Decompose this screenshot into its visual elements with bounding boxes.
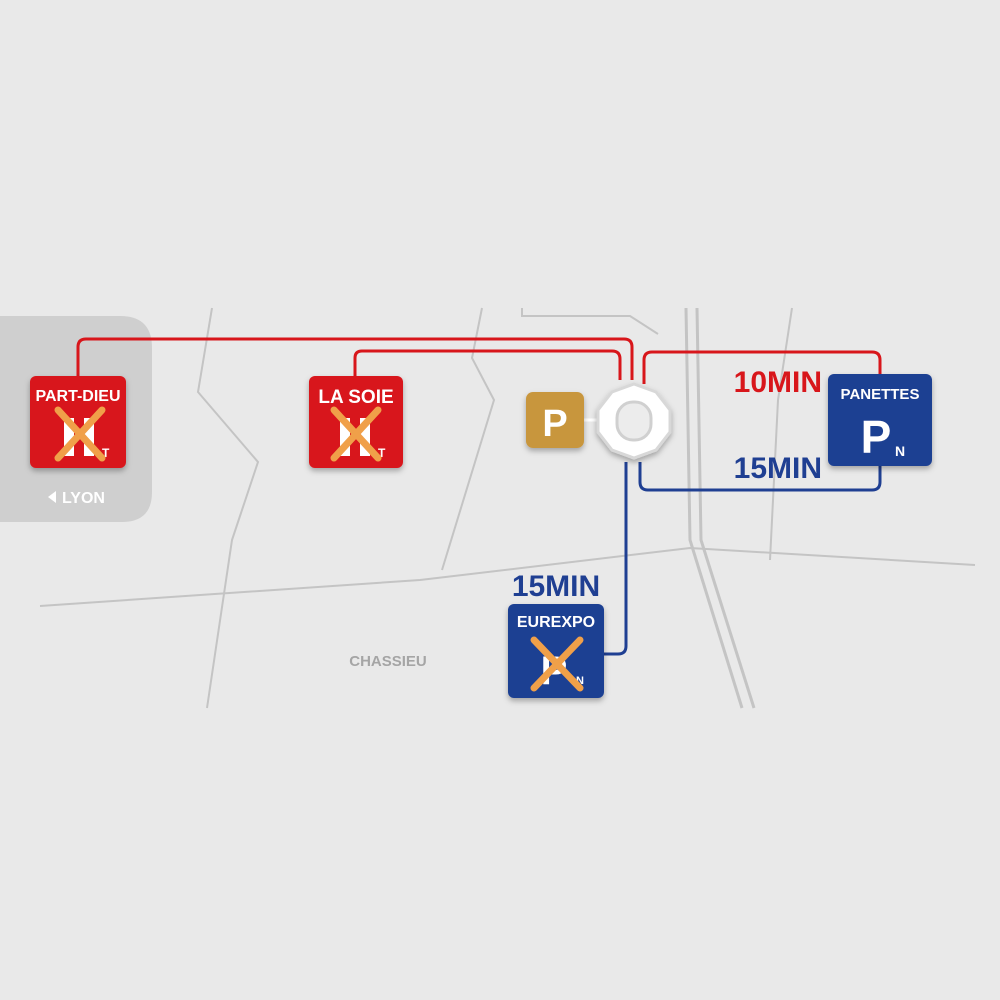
- route-eurexpo-blue: [604, 462, 628, 656]
- station-part-dieu[interactable]: PART-DIEU T: [30, 376, 126, 468]
- tram-icon: T: [64, 418, 110, 460]
- route-la-soie: [353, 349, 622, 382]
- route-panettes-blue: [638, 462, 882, 492]
- stadium-parking-symbol: P: [542, 403, 567, 445]
- station-la-soie-label: LA SOIE: [318, 387, 393, 408]
- svg-text:T: T: [102, 446, 110, 460]
- stadium-icon: [596, 382, 672, 460]
- svg-text:N: N: [576, 675, 584, 687]
- railway: [684, 307, 756, 709]
- station-eurexpo[interactable]: EUREXPO P N: [508, 604, 604, 698]
- blue-routes: [604, 462, 882, 656]
- svg-text:T: T: [378, 446, 386, 460]
- time-panettes-blue: 15MIN: [734, 452, 822, 485]
- tram-icon: T: [340, 418, 386, 460]
- lyon-label: LYON: [62, 490, 105, 507]
- chassieu-label: CHASSIEU: [349, 653, 427, 670]
- roads: [39, 307, 976, 709]
- arrow-left-icon: [48, 491, 56, 503]
- station-part-dieu-label: PART-DIEU: [35, 388, 120, 405]
- red-routes: [76, 337, 882, 384]
- station-eurexpo-label: EUREXPO: [517, 614, 595, 631]
- route-part-dieu: [76, 337, 634, 382]
- panettes-parking-symbol: P: [861, 411, 892, 463]
- unavailable-cross-icon: [54, 406, 106, 462]
- unavailable-cross-icon: [330, 406, 382, 462]
- route-panettes-red: [642, 350, 882, 384]
- lyon-direction[interactable]: LYON: [48, 490, 105, 507]
- panettes-parking-subscript: N: [895, 443, 905, 459]
- stadium-parking-sign[interactable]: P: [526, 392, 584, 448]
- unavailable-cross-icon: [530, 636, 584, 692]
- station-panettes[interactable]: PANETTES P N: [828, 374, 932, 466]
- station-la-soie[interactable]: LA SOIE T: [309, 376, 403, 468]
- station-panettes-label: PANETTES: [841, 386, 920, 403]
- stadium-parking-box: [526, 392, 584, 448]
- time-eurexpo-blue: 15MIN: [512, 570, 600, 603]
- time-panettes-red: 10MIN: [734, 366, 822, 399]
